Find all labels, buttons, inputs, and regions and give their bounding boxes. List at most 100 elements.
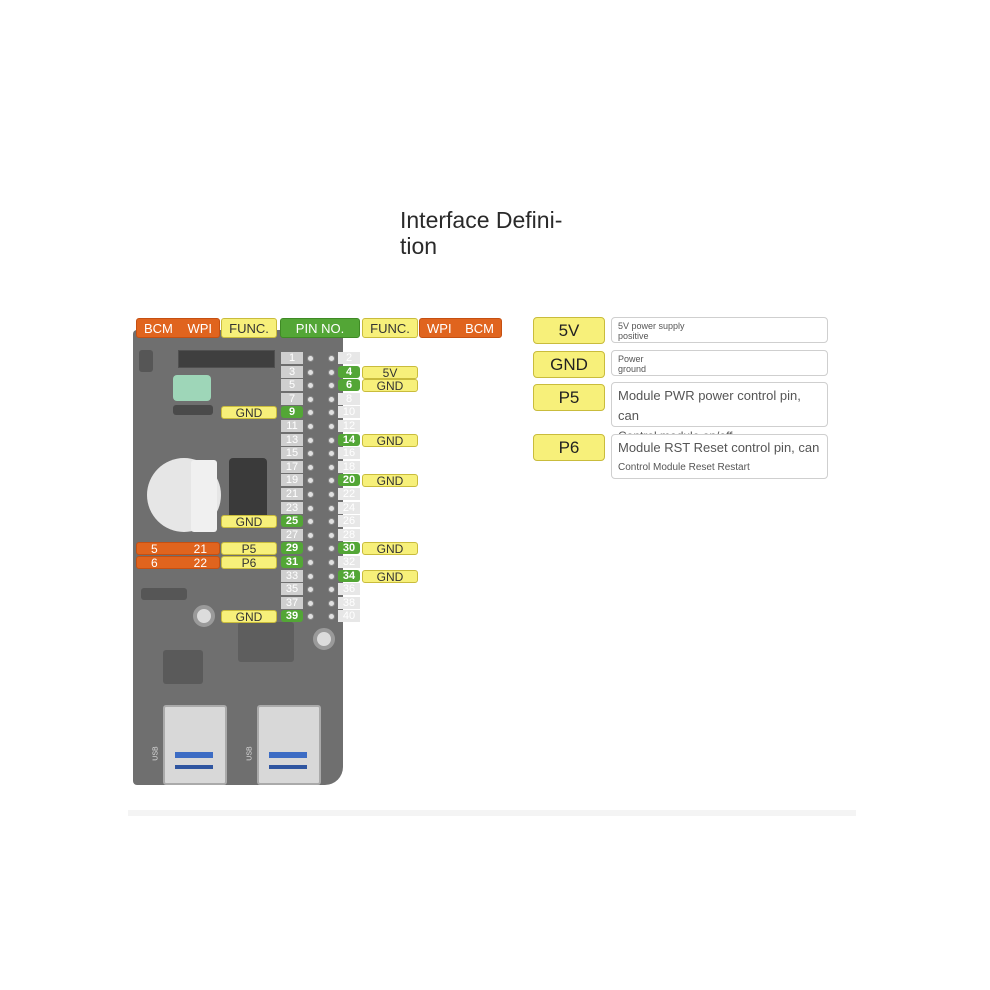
header-wpi-label: WPI: [427, 321, 452, 336]
legend-line: Module PWR power control pin, can: [618, 388, 801, 423]
usb-port-1: [163, 705, 227, 785]
pin-number: 29: [281, 542, 303, 555]
pin-dot: [328, 423, 335, 430]
pin-dot: [328, 395, 335, 403]
pin-dot: [328, 504, 335, 512]
pin-dot: [328, 382, 335, 390]
pin-dot: [328, 531, 335, 539]
func-tag: GND: [221, 515, 277, 529]
pin-dot: [307, 450, 314, 458]
pin-dot: [307, 559, 314, 566]
pin-dot: [328, 477, 335, 485]
legend-line: Control Module Reset Restart: [618, 462, 750, 473]
pin-number: 11: [281, 420, 303, 432]
pin-number: 10: [338, 406, 360, 419]
pin-dot: [328, 599, 335, 607]
pin-number: 1: [281, 352, 303, 364]
pin-dot: [307, 572, 314, 580]
main-chip: [229, 458, 267, 522]
pin-dot: [307, 355, 314, 362]
wpi-value: 21: [193, 542, 207, 557]
pin-dot: [307, 382, 314, 390]
pin-number: 23: [281, 501, 303, 514]
pin-dot: [307, 504, 314, 512]
pin-number: 2: [338, 352, 360, 364]
fpc-connector: [178, 350, 275, 368]
pin-dot: [328, 368, 335, 376]
bcm-value: 6: [151, 556, 158, 570]
pin-dot: [328, 518, 335, 526]
pin-number: 15: [281, 447, 303, 460]
pin-dot: [307, 545, 314, 553]
legend-key: GND: [533, 351, 605, 378]
pin-dot: [307, 395, 314, 403]
pin-number: 13: [281, 433, 303, 446]
pin-dot: [307, 436, 314, 444]
pin-dot: [307, 423, 314, 430]
pin-number: 33: [281, 569, 303, 582]
pin-dot: [307, 477, 314, 485]
pin-dot: [307, 409, 314, 417]
wpi-value: 22: [193, 556, 207, 570]
sim-slot: [191, 460, 217, 532]
green-connector: [173, 375, 211, 401]
pin-dot: [328, 545, 335, 553]
pin-dot: [307, 518, 314, 526]
pin-number: 14: [338, 433, 360, 446]
legend-line: Power: [618, 354, 644, 364]
hat-board: USB USB: [133, 330, 343, 785]
legend-line: 5V power supply: [618, 321, 685, 331]
pin-number: 20: [338, 474, 360, 487]
func-tag: GND: [221, 610, 277, 624]
pin-dot: [328, 613, 335, 621]
pin-dot: [307, 463, 314, 471]
func-tag: GND: [362, 542, 418, 556]
pin-number: 7: [281, 392, 303, 405]
header-wpi-label: WPI: [187, 321, 212, 336]
legend-description: Module PWR power control pin, canControl…: [611, 382, 828, 443]
pin-number: 30: [338, 542, 360, 555]
func-tag: GND: [362, 379, 418, 393]
func-tag: P5: [221, 542, 277, 556]
usb-label: USB: [246, 746, 254, 761]
pin-number: 25: [281, 515, 303, 528]
header-pin-no: PIN NO.: [280, 318, 360, 338]
pin-number: 12: [338, 420, 360, 432]
pin-dot: [307, 599, 314, 607]
pin-dot: [328, 586, 335, 594]
divider: [128, 810, 856, 816]
func-tag: GND: [362, 433, 418, 447]
pin-number: 40: [338, 610, 360, 623]
pin-dot: [328, 355, 335, 362]
usb-label: USB: [152, 746, 160, 761]
pin-dot: [328, 559, 335, 566]
pin-number: 9: [281, 406, 303, 419]
pin-number: 6: [338, 379, 360, 392]
header-bcm-label: BCM: [144, 321, 173, 336]
page-title: Interface Defini-tion: [400, 207, 600, 259]
pin-dot: [307, 368, 314, 376]
pin-number: 19: [281, 474, 303, 487]
board-component: [163, 650, 203, 684]
pin-dot: [307, 531, 314, 539]
pin-number: 35: [281, 583, 303, 596]
pin-dot: [307, 586, 314, 594]
pin-dot: [328, 436, 335, 444]
pin-number: 27: [281, 528, 303, 541]
pin-number: 18: [338, 460, 360, 473]
legend-key: 5V: [533, 317, 605, 344]
pin-number: 22: [338, 488, 360, 500]
pin-number: 4: [338, 365, 360, 378]
pin-dot: [307, 613, 314, 621]
legend-key: P5: [533, 384, 605, 411]
bcm-wpi-tag: 6 22: [136, 556, 220, 570]
mount-hole: [193, 605, 215, 627]
pin-number: 24: [338, 501, 360, 514]
pin-number: 38: [338, 596, 360, 609]
pin-number: 17: [281, 460, 303, 473]
mount-hole: [313, 628, 335, 650]
